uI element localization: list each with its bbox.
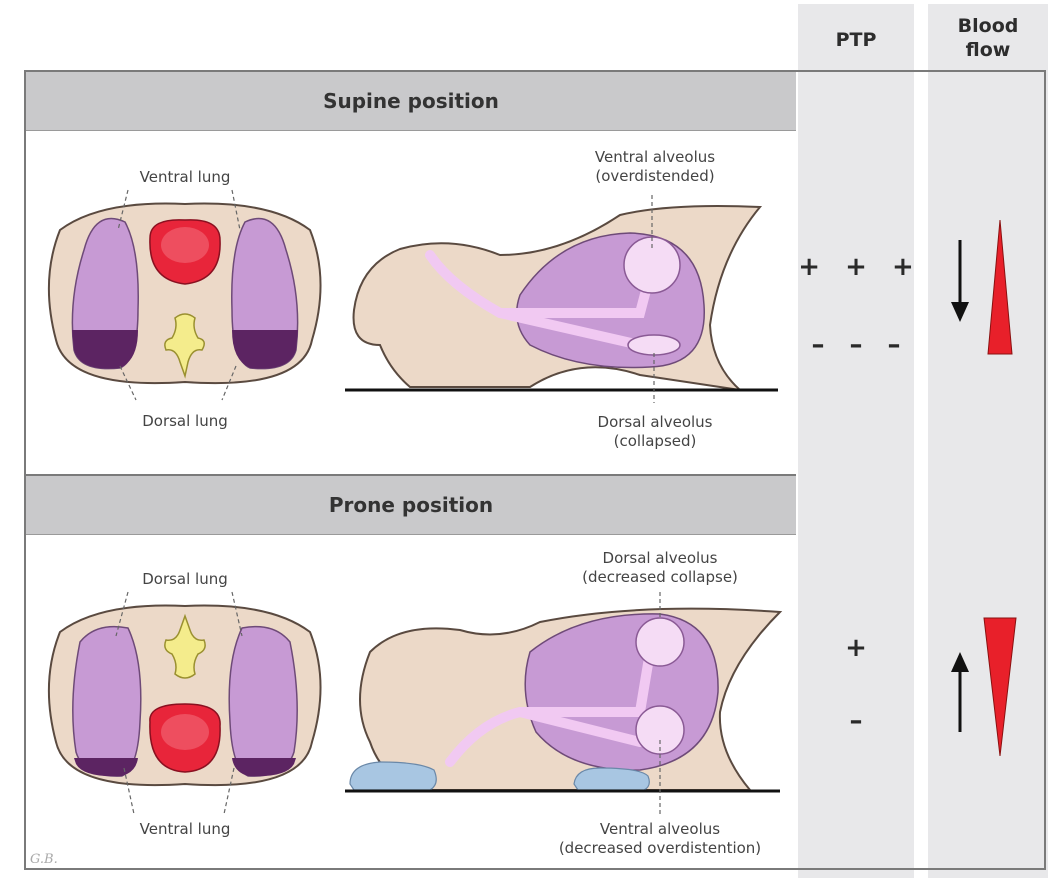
supine-dorsal-alveolus-label: Dorsal alveolus (collapsed) xyxy=(570,413,740,451)
prone-ventral-alveolus-line1: Ventral alveolus xyxy=(540,820,780,839)
supine-dorsal-alveolus-line2: (collapsed) xyxy=(570,432,740,451)
prone-ventral-alveolus-label: Ventral alveolus (decreased overdistenti… xyxy=(540,820,780,858)
ptp-header: PTP xyxy=(798,28,914,52)
prone-ventral-alveolus-line2: (decreased overdistention) xyxy=(540,839,780,858)
supine-dorsal-alveolus xyxy=(628,335,680,355)
prone-ptp-bottom: – xyxy=(798,706,922,736)
prone-blood-flow xyxy=(940,612,1040,762)
prone-dorsal-alveolus-line1: Dorsal alveolus xyxy=(560,549,760,568)
supine-dorsal-lung-label: Dorsal lung xyxy=(110,412,260,431)
supine-side-view xyxy=(340,195,780,395)
supine-flow-triangle xyxy=(988,220,1012,354)
supine-ventral-alveolus-line1: Ventral alveolus xyxy=(570,148,740,167)
supine-down-arrow-head xyxy=(951,302,969,322)
supine-ventral-lung-label: Ventral lung xyxy=(110,168,260,187)
prone-side-view xyxy=(340,592,780,802)
supine-dorsal-alveolus-line1: Dorsal alveolus xyxy=(570,413,740,432)
blood-flow-header-line2: flow xyxy=(928,38,1048,62)
supine-ptp-bottom: – – – xyxy=(798,330,922,360)
prone-left-lung xyxy=(73,627,141,777)
prone-up-arrow-head xyxy=(951,652,969,672)
supine-ventral-alveolus-line2: (overdistended) xyxy=(570,167,740,186)
blood-flow-header: Blood flow xyxy=(928,14,1048,62)
prone-dorsal-alveolus xyxy=(636,618,684,666)
supine-header-bar: Supine position xyxy=(26,72,796,131)
prone-dorsal-lung-label: Dorsal lung xyxy=(110,570,260,589)
artist-signature: G.B. xyxy=(30,852,58,867)
supine-title: Supine position xyxy=(26,72,796,130)
prone-dorsal-alveolus-label: Dorsal alveolus (decreased collapse) xyxy=(560,549,760,587)
prone-header-bar: Prone position xyxy=(26,474,796,535)
prone-pillow-pelvis xyxy=(574,768,649,790)
prone-heart-highlight xyxy=(161,714,209,750)
supine-ptp-top: + + + xyxy=(798,252,922,282)
prone-right-lung xyxy=(229,627,297,777)
supine-heart-highlight xyxy=(161,227,209,263)
prone-ventral-alveolus xyxy=(636,706,684,754)
prone-ptp-top: + xyxy=(798,633,922,663)
supine-blood-flow xyxy=(940,210,1040,360)
prone-flow-triangle xyxy=(984,618,1016,756)
blood-flow-header-line1: Blood xyxy=(928,14,1048,38)
supine-ventral-alveolus-label: Ventral alveolus (overdistended) xyxy=(570,148,740,186)
prone-dorsal-alveolus-line2: (decreased collapse) xyxy=(560,568,760,587)
prone-title: Prone position xyxy=(26,476,796,534)
prone-pillow-head xyxy=(350,762,436,790)
prone-ventral-lung-label: Ventral lung xyxy=(110,820,260,839)
prone-lung-outline xyxy=(525,614,718,770)
supine-chest-cross-section xyxy=(40,190,330,420)
prone-chest-cross-section xyxy=(40,592,330,822)
